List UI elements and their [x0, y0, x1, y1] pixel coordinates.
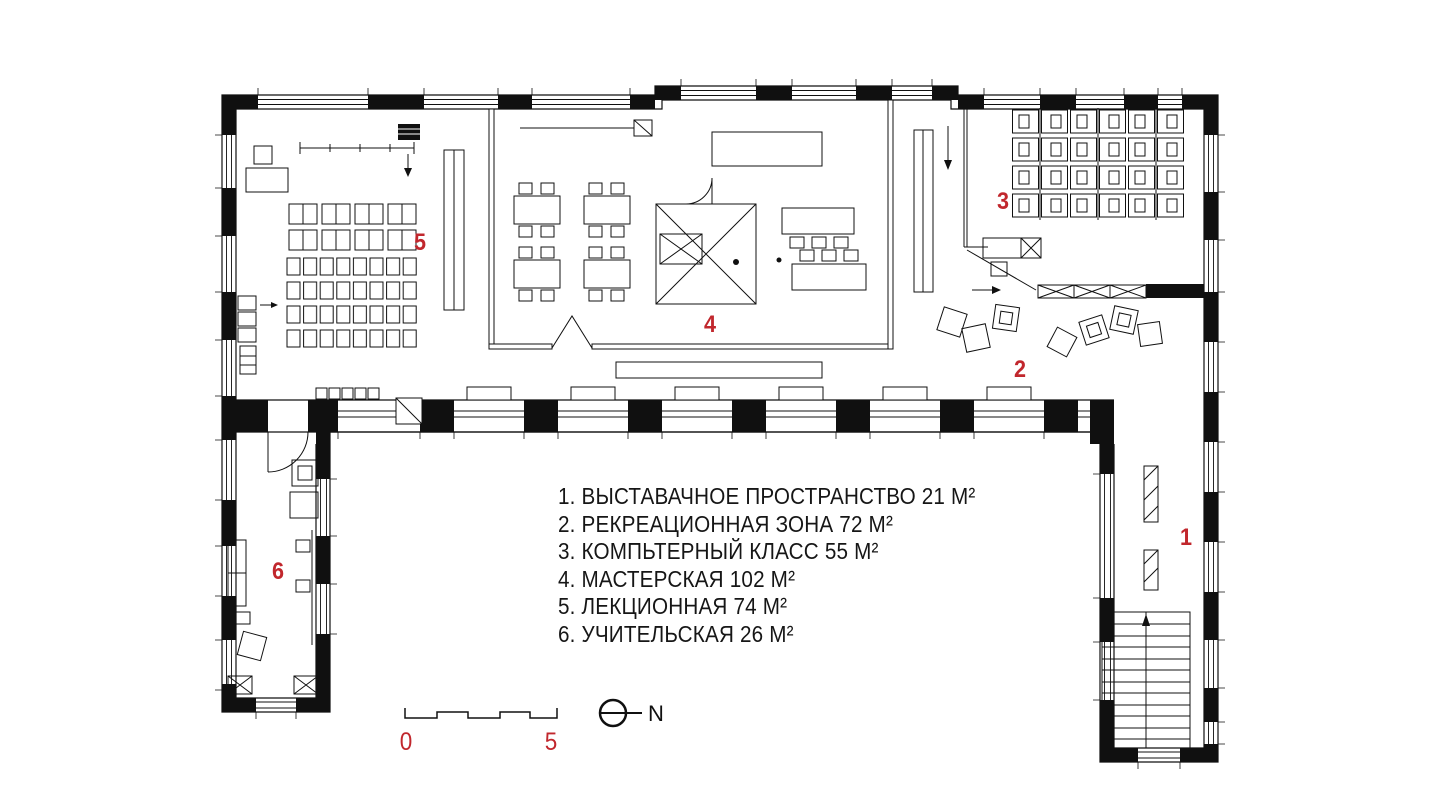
window-glazing — [226, 90, 1214, 759]
north-arrow-icon — [598, 698, 642, 728]
legend-item: 1. ВЫСТАВАЧНОЕ ПРОСТРАНСТВО 21 М² — [558, 483, 976, 509]
window-ticks — [215, 79, 1225, 769]
legend-item: 5. ЛЕКЦИОННАЯ 74 М² — [558, 593, 788, 620]
legend-item: 3. КОМПЬТЕРНЫЙ КЛАСС 55 М² — [558, 538, 879, 565]
room-1-exhibition — [1101, 465, 1191, 749]
room-marker-5: 5 — [413, 229, 427, 256]
room-6-teachers — [227, 431, 319, 695]
room-marker-4: 4 — [703, 311, 717, 338]
legend-item: 4. МАСТЕРСКАЯ 102 М² — [558, 565, 796, 592]
legend-item: 2. РЕКРЕАЦИОННАЯ ЗОНА 72 М² — [558, 510, 894, 537]
wall-piers — [222, 86, 1218, 762]
room-2-recreation — [936, 303, 1163, 358]
legend-item: 6. УЧИТЕЛЬСКАЯ 26 М² — [558, 620, 794, 647]
legend: 1. ВЫСТАВАЧНОЕ ПРОСТРАНСТВО 21 М² 2. РЕК… — [558, 483, 976, 649]
north-label: N — [648, 701, 664, 726]
corridor — [315, 386, 1032, 425]
room-marker-1: 1 — [1179, 524, 1193, 551]
scale-bar — [404, 708, 558, 719]
door-swing-workshop — [551, 315, 593, 349]
room-marker-6: 6 — [271, 558, 285, 585]
room-5-lecture — [237, 124, 465, 375]
stairs — [1101, 611, 1191, 749]
scale-end-label: 5 — [544, 728, 558, 756]
furniture-layer — [227, 108, 1204, 749]
scale-start-label: 0 — [399, 728, 413, 756]
room-marker-3: 3 — [996, 188, 1010, 215]
interior-partitions — [488, 99, 1037, 350]
room-4-workshop — [513, 119, 867, 379]
room-3-computer-class — [913, 108, 1204, 299]
room-marker-2: 2 — [1013, 356, 1027, 383]
